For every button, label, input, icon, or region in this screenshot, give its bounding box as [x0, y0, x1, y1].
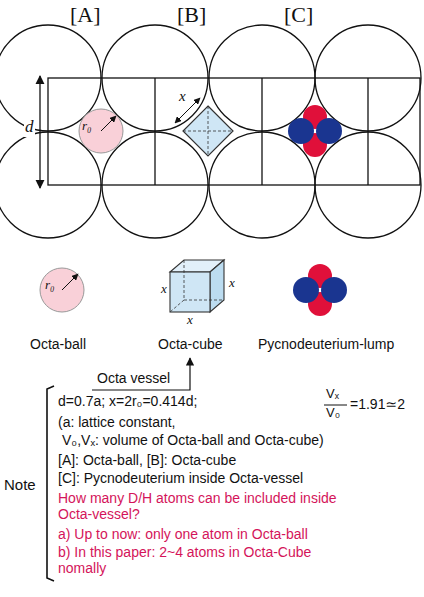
- dimension-label: d: [24, 117, 35, 137]
- column-label: [C]: [284, 2, 313, 27]
- note-text: (a: lattice constant,: [58, 414, 176, 430]
- note-question: a) Up to now: only one atom in Octa-ball: [58, 526, 308, 542]
- note-text: =1.91≃2: [350, 396, 405, 412]
- column-label: [B]: [177, 2, 206, 27]
- note-text: [C]: Pycnodeuterium inside Octa-vessel: [58, 470, 303, 486]
- dimension-label: x: [186, 313, 194, 328]
- note-text: V₀,Vₓ: volume of Octa-ball and Octa-cube…: [62, 432, 324, 448]
- part-name: Octa vessel: [96, 370, 171, 386]
- radius-label: r₀: [45, 278, 55, 293]
- part-name: Octa-cube: [158, 336, 223, 352]
- note-heading: Note: [4, 476, 36, 493]
- fraction-part: Vₓ: [326, 387, 339, 402]
- radius-label: r₀: [82, 119, 92, 134]
- dimension-label: x: [228, 276, 236, 291]
- part-name: Octa-ball: [30, 336, 86, 352]
- part-name: Pycnodeuterium-lump: [258, 336, 394, 352]
- note-text: d=0.7a; x=2r₀=0.414d;: [58, 393, 197, 409]
- note-question: How many D/H atoms can be included insid…: [58, 490, 343, 522]
- dimension-label: x: [160, 282, 168, 297]
- dimension-label: x: [178, 88, 187, 105]
- note-text: [A]: Octa-ball, [B]: Octa-cube: [58, 452, 236, 468]
- note-question: b) In this paper: 2~4 atoms in Octa-Cube…: [58, 544, 358, 576]
- column-label: [A]: [70, 2, 101, 27]
- fraction-part: V₀: [326, 406, 340, 421]
